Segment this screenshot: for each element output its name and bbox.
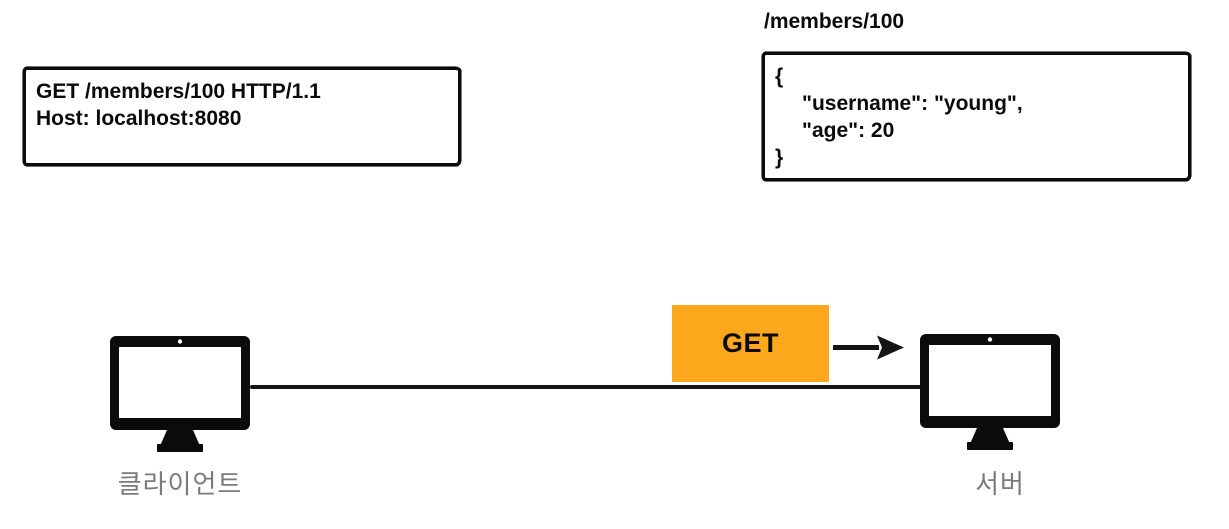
connection-line <box>250 385 922 389</box>
client-monitor-icon <box>110 336 250 452</box>
response-body-line-3: "age": 20 <box>802 119 895 142</box>
http-request-box: GET /members/100 HTTP/1.1 Host: localhos… <box>23 67 461 166</box>
server-monitor-icon <box>920 334 1060 450</box>
request-line-1: GET /members/100 HTTP/1.1 <box>36 80 321 103</box>
get-method-box: GET <box>672 305 829 382</box>
response-body-line-2: "username": "young", <box>802 92 1023 115</box>
request-arrow-icon <box>833 335 904 360</box>
client-label: 클라이언트 <box>117 469 243 499</box>
server-label: 서버 <box>975 469 1025 499</box>
http-response-box: { "username": "young", "age": 20 } <box>762 52 1191 181</box>
request-line-2: Host: localhost:8080 <box>36 107 242 130</box>
response-path-label: /members/100 <box>764 10 905 33</box>
get-method-label: GET <box>721 328 779 358</box>
response-body-line-4: } <box>775 146 784 169</box>
response-body-line-1: { <box>775 65 784 88</box>
